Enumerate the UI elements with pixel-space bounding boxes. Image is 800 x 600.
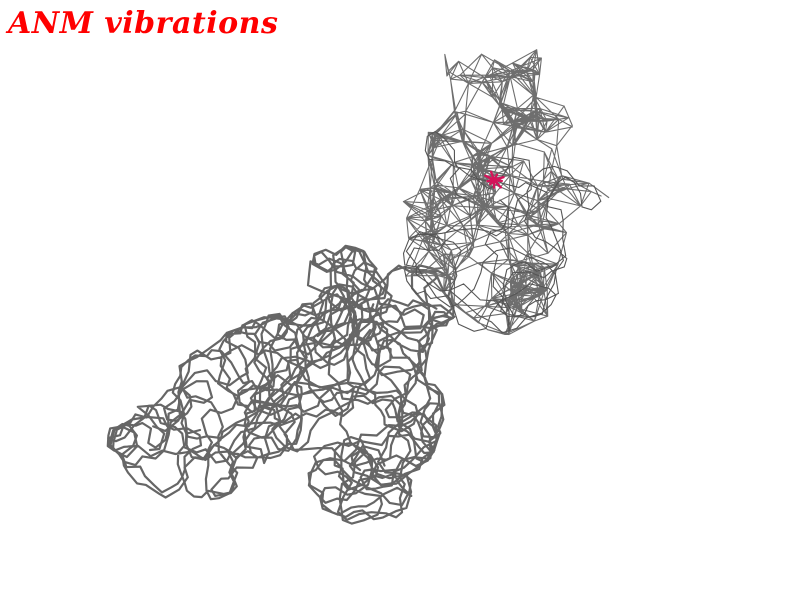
network-springs [402,49,610,336]
backbone-segment [136,244,456,497]
ligand-marker [484,170,505,189]
protein-backbone-trace [106,244,456,525]
backbone-segment [171,264,451,525]
ligand-bonds [484,170,505,189]
network-backbone-segment [402,130,602,334]
viewer-title: ANM vibrations [8,6,279,41]
anm-elastic-network [402,49,610,336]
backbone-segment [109,245,445,504]
